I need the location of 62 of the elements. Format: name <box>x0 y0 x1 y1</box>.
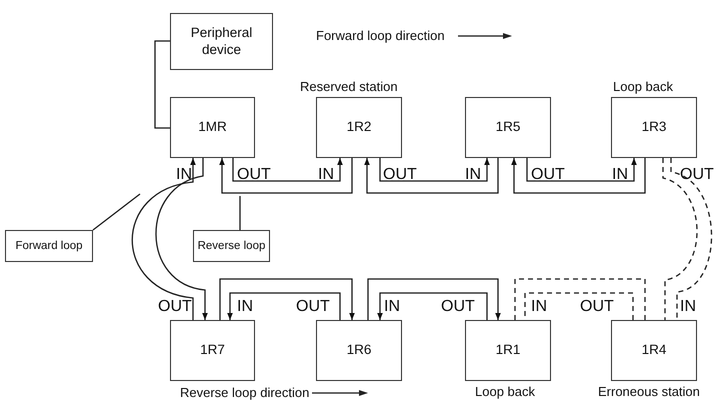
node-label: 1R1 <box>496 342 520 359</box>
port-label: IN <box>176 166 192 184</box>
node-label: 1R7 <box>200 342 225 359</box>
node-label: 1MR <box>198 119 227 136</box>
station-caption: Loop back <box>475 384 535 399</box>
node-label: 1R3 <box>642 119 666 136</box>
port-label: OUT <box>383 166 417 184</box>
port-label: OUT <box>680 166 714 184</box>
callout-box <box>5 230 93 262</box>
direction-label: Forward loop direction <box>316 28 445 43</box>
connector-arrow <box>227 292 341 320</box>
connector-arrow <box>511 158 646 194</box>
port-label: OUT <box>531 166 565 184</box>
leader-line <box>239 196 241 230</box>
station-box <box>316 320 402 381</box>
node-label: 1R4 <box>642 342 666 359</box>
station-box <box>170 97 255 158</box>
station-box <box>611 97 697 158</box>
connector-arrow <box>219 158 353 194</box>
leader-line <box>92 193 140 231</box>
dashed-connector <box>524 292 634 320</box>
direction-label: Reverse loop direction <box>180 385 310 400</box>
port-label: OUT <box>158 298 192 316</box>
connector-arrow <box>379 158 490 182</box>
port-label: IN <box>531 298 547 316</box>
port-label: IN <box>384 298 400 316</box>
dashed-connector <box>514 278 646 320</box>
port-label: IN <box>318 166 334 184</box>
device-box <box>170 13 273 70</box>
node-label: Peripheral device <box>190 24 254 58</box>
callout-box <box>193 230 270 262</box>
node-label: 1R5 <box>496 119 520 136</box>
node-label: 1R2 <box>346 119 372 136</box>
node-label: 1R6 <box>346 342 372 359</box>
port-label: OUT <box>441 298 475 316</box>
port-label: OUT <box>580 298 614 316</box>
port-label: IN <box>465 166 481 184</box>
connector-arrow <box>526 158 637 182</box>
node-label: Forward loop <box>15 238 83 254</box>
station-caption: Reserved station <box>300 79 398 94</box>
port-label: OUT <box>296 298 330 316</box>
station-box <box>170 320 255 381</box>
connector-arrow <box>364 158 499 194</box>
dashed-connector <box>662 158 698 320</box>
dashed-connector <box>670 158 712 320</box>
connector-arrow <box>377 292 488 320</box>
station-box <box>316 97 402 158</box>
connector-arrow <box>219 278 355 320</box>
station-caption: Loop back <box>613 79 673 94</box>
port-label: IN <box>237 298 253 316</box>
station-box <box>465 97 551 158</box>
port-label: IN <box>612 166 628 184</box>
connector-arrow <box>232 158 343 182</box>
connector-arrow <box>155 158 208 320</box>
port-label: IN <box>680 298 696 316</box>
station-caption: Erroneous station <box>598 384 700 399</box>
port-label: OUT <box>237 166 271 184</box>
station-box <box>611 320 697 381</box>
node-label: Reverse loop <box>198 238 266 254</box>
station-box <box>465 320 551 381</box>
connector-arrow <box>132 158 196 320</box>
connector-arrow <box>367 278 501 320</box>
